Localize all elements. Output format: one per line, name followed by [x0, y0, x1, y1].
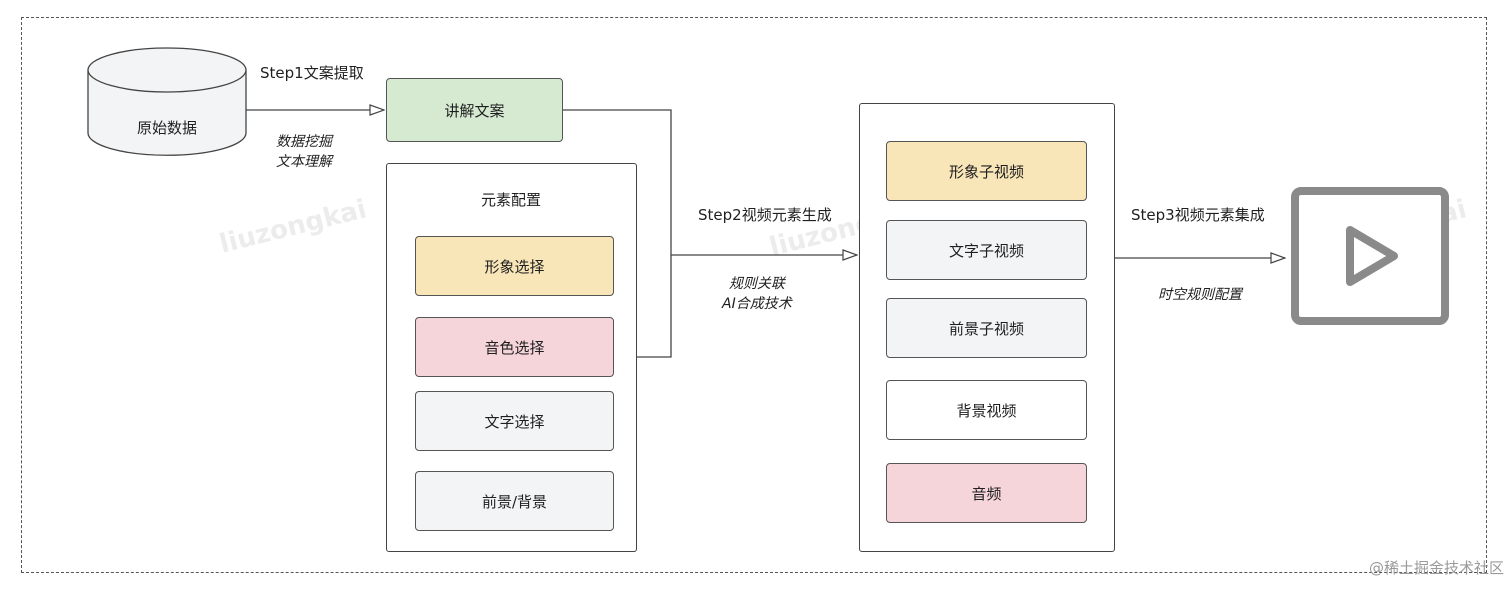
step1-label: Step1文案提取 [260, 64, 364, 82]
element-config-title: 元素配置 [481, 191, 542, 209]
video-item-text: 文字子视频 [886, 220, 1087, 280]
step2-note-line1: 规则关联 [728, 276, 785, 292]
config-item-avatar: 形象选择 [415, 236, 614, 296]
config-item-foreground-background: 前景/背景 [415, 471, 614, 531]
video-item-audio: 音频 [886, 463, 1087, 523]
step2-note-line2: AI合成技术 [722, 296, 792, 312]
site-credit: @稀土掘金技术社区 [1368, 559, 1504, 577]
step2-label: Step2视频元素生成 [698, 206, 832, 224]
step1-note: 数据挖掘 文本理解 [276, 132, 332, 172]
source-label: 原始数据 [136, 119, 197, 137]
merge-bracket [563, 109, 672, 358]
source-data-cylinder: 原始数据 [86, 45, 248, 157]
video-item-background: 背景视频 [886, 380, 1087, 440]
play-video-icon [1291, 187, 1449, 325]
dashed-boundary [21, 17, 1487, 573]
database-icon [87, 47, 247, 156]
script-box: 讲解文案 [386, 78, 563, 142]
config-item-text: 文字选择 [415, 391, 614, 451]
step2-note: 规则关联 AI合成技术 [722, 274, 792, 314]
video-item-foreground: 前景子视频 [886, 298, 1087, 358]
step1-note-line2: 文本理解 [276, 154, 332, 170]
video-item-avatar: 形象子视频 [886, 141, 1087, 201]
config-item-voice: 音色选择 [415, 317, 614, 377]
step3-label: Step3视频元素集成 [1131, 206, 1265, 224]
step3-note: 时空规则配置 [1158, 287, 1242, 303]
step1-note-line1: 数据挖掘 [276, 134, 332, 150]
